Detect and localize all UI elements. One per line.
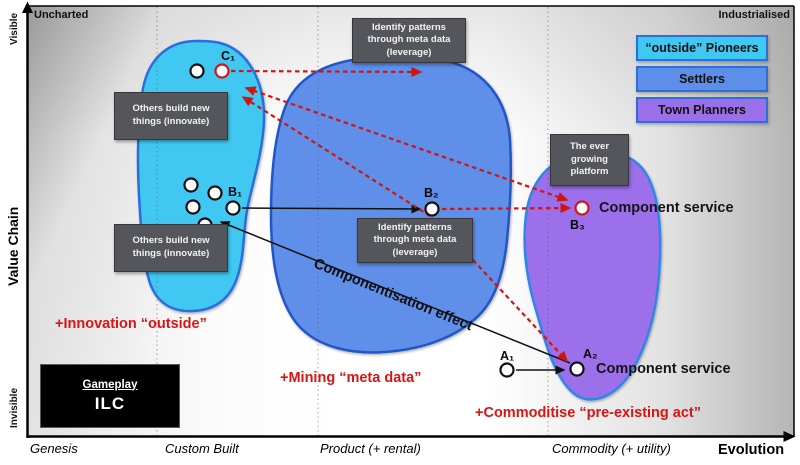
node-a2 [569, 361, 585, 377]
y-axis-invisible-label: Invisible [9, 387, 20, 428]
y-axis-visible-label: Visible [9, 12, 20, 45]
arrow-b1-to-b2 [241, 204, 422, 214]
y-axis-title: Value Chain [5, 206, 21, 286]
callout-leverage-top: Identify patterns through meta data (lev… [352, 18, 466, 63]
pioneer-dot [189, 63, 205, 79]
x-axis-arrowhead [783, 431, 796, 442]
arrow-b2-to-b3 [441, 203, 572, 214]
label-c1: C₁ [221, 49, 236, 63]
node-b3 [574, 200, 590, 216]
node-b1 [225, 200, 241, 216]
component-service-label-top: Component service [599, 200, 734, 216]
annotation-commoditise: +Commoditise “pre-existing act” [475, 405, 702, 421]
callout-innovate-lower: Others build new things (innovate) [114, 224, 228, 272]
pioneer-dot [207, 185, 223, 201]
stage-custom-built: Custom Built [165, 441, 239, 456]
callout-innovate-upper: Others build new things (innovate) [114, 92, 228, 140]
arrow-leverage-to-a2 [472, 259, 569, 363]
arrow-leverage-to-c1 [241, 96, 431, 217]
x-axis-title: Evolution [718, 442, 785, 458]
node-c1 [214, 63, 230, 79]
callout-platform: The ever growing platform [550, 134, 629, 186]
label-b3: B₃ [570, 218, 585, 232]
arrow-b3-c1-cycle [244, 86, 569, 202]
label-b1: B₁ [228, 185, 243, 199]
gameplay-box: Gameplay ILC [40, 364, 180, 428]
component-service-label-bottom: Component service [596, 361, 731, 377]
industrialised-label: Industrialised [718, 9, 790, 21]
legend-item-pioneers: “outside” Pioneers [636, 35, 768, 61]
pioneer-dot [185, 199, 201, 215]
arrow-componentisation-effect [219, 221, 571, 364]
pioneer-dot [183, 177, 199, 193]
legend: “outside” Pioneers Settlers Town Planner… [636, 35, 768, 123]
settlers-blob [269, 55, 513, 354]
annotation-innovation: +Innovation “outside” [55, 316, 207, 332]
legend-item-town-planners: Town Planners [636, 97, 768, 123]
stage-commodity: Commodity (+ utility) [552, 441, 671, 456]
stage-genesis: Genesis [30, 441, 78, 456]
uncharted-label: Uncharted [34, 9, 89, 21]
gameplay-name: ILC [94, 393, 126, 413]
label-a1: A₁ [500, 349, 515, 363]
label-a2: A₂ [583, 347, 598, 361]
gameplay-heading: Gameplay [82, 378, 138, 391]
town-planners-blob [523, 150, 662, 401]
legend-item-settlers: Settlers [636, 66, 768, 92]
node-a1 [499, 362, 515, 378]
y-axis-arrowhead [22, 1, 33, 13]
stage-product: Product (+ rental) [320, 441, 421, 456]
callout-leverage-mid: Identify patterns through meta data (lev… [357, 218, 473, 263]
label-b2: B₂ [424, 186, 439, 200]
annotation-mining: +Mining “meta data” [280, 370, 422, 386]
node-b2 [424, 201, 440, 217]
